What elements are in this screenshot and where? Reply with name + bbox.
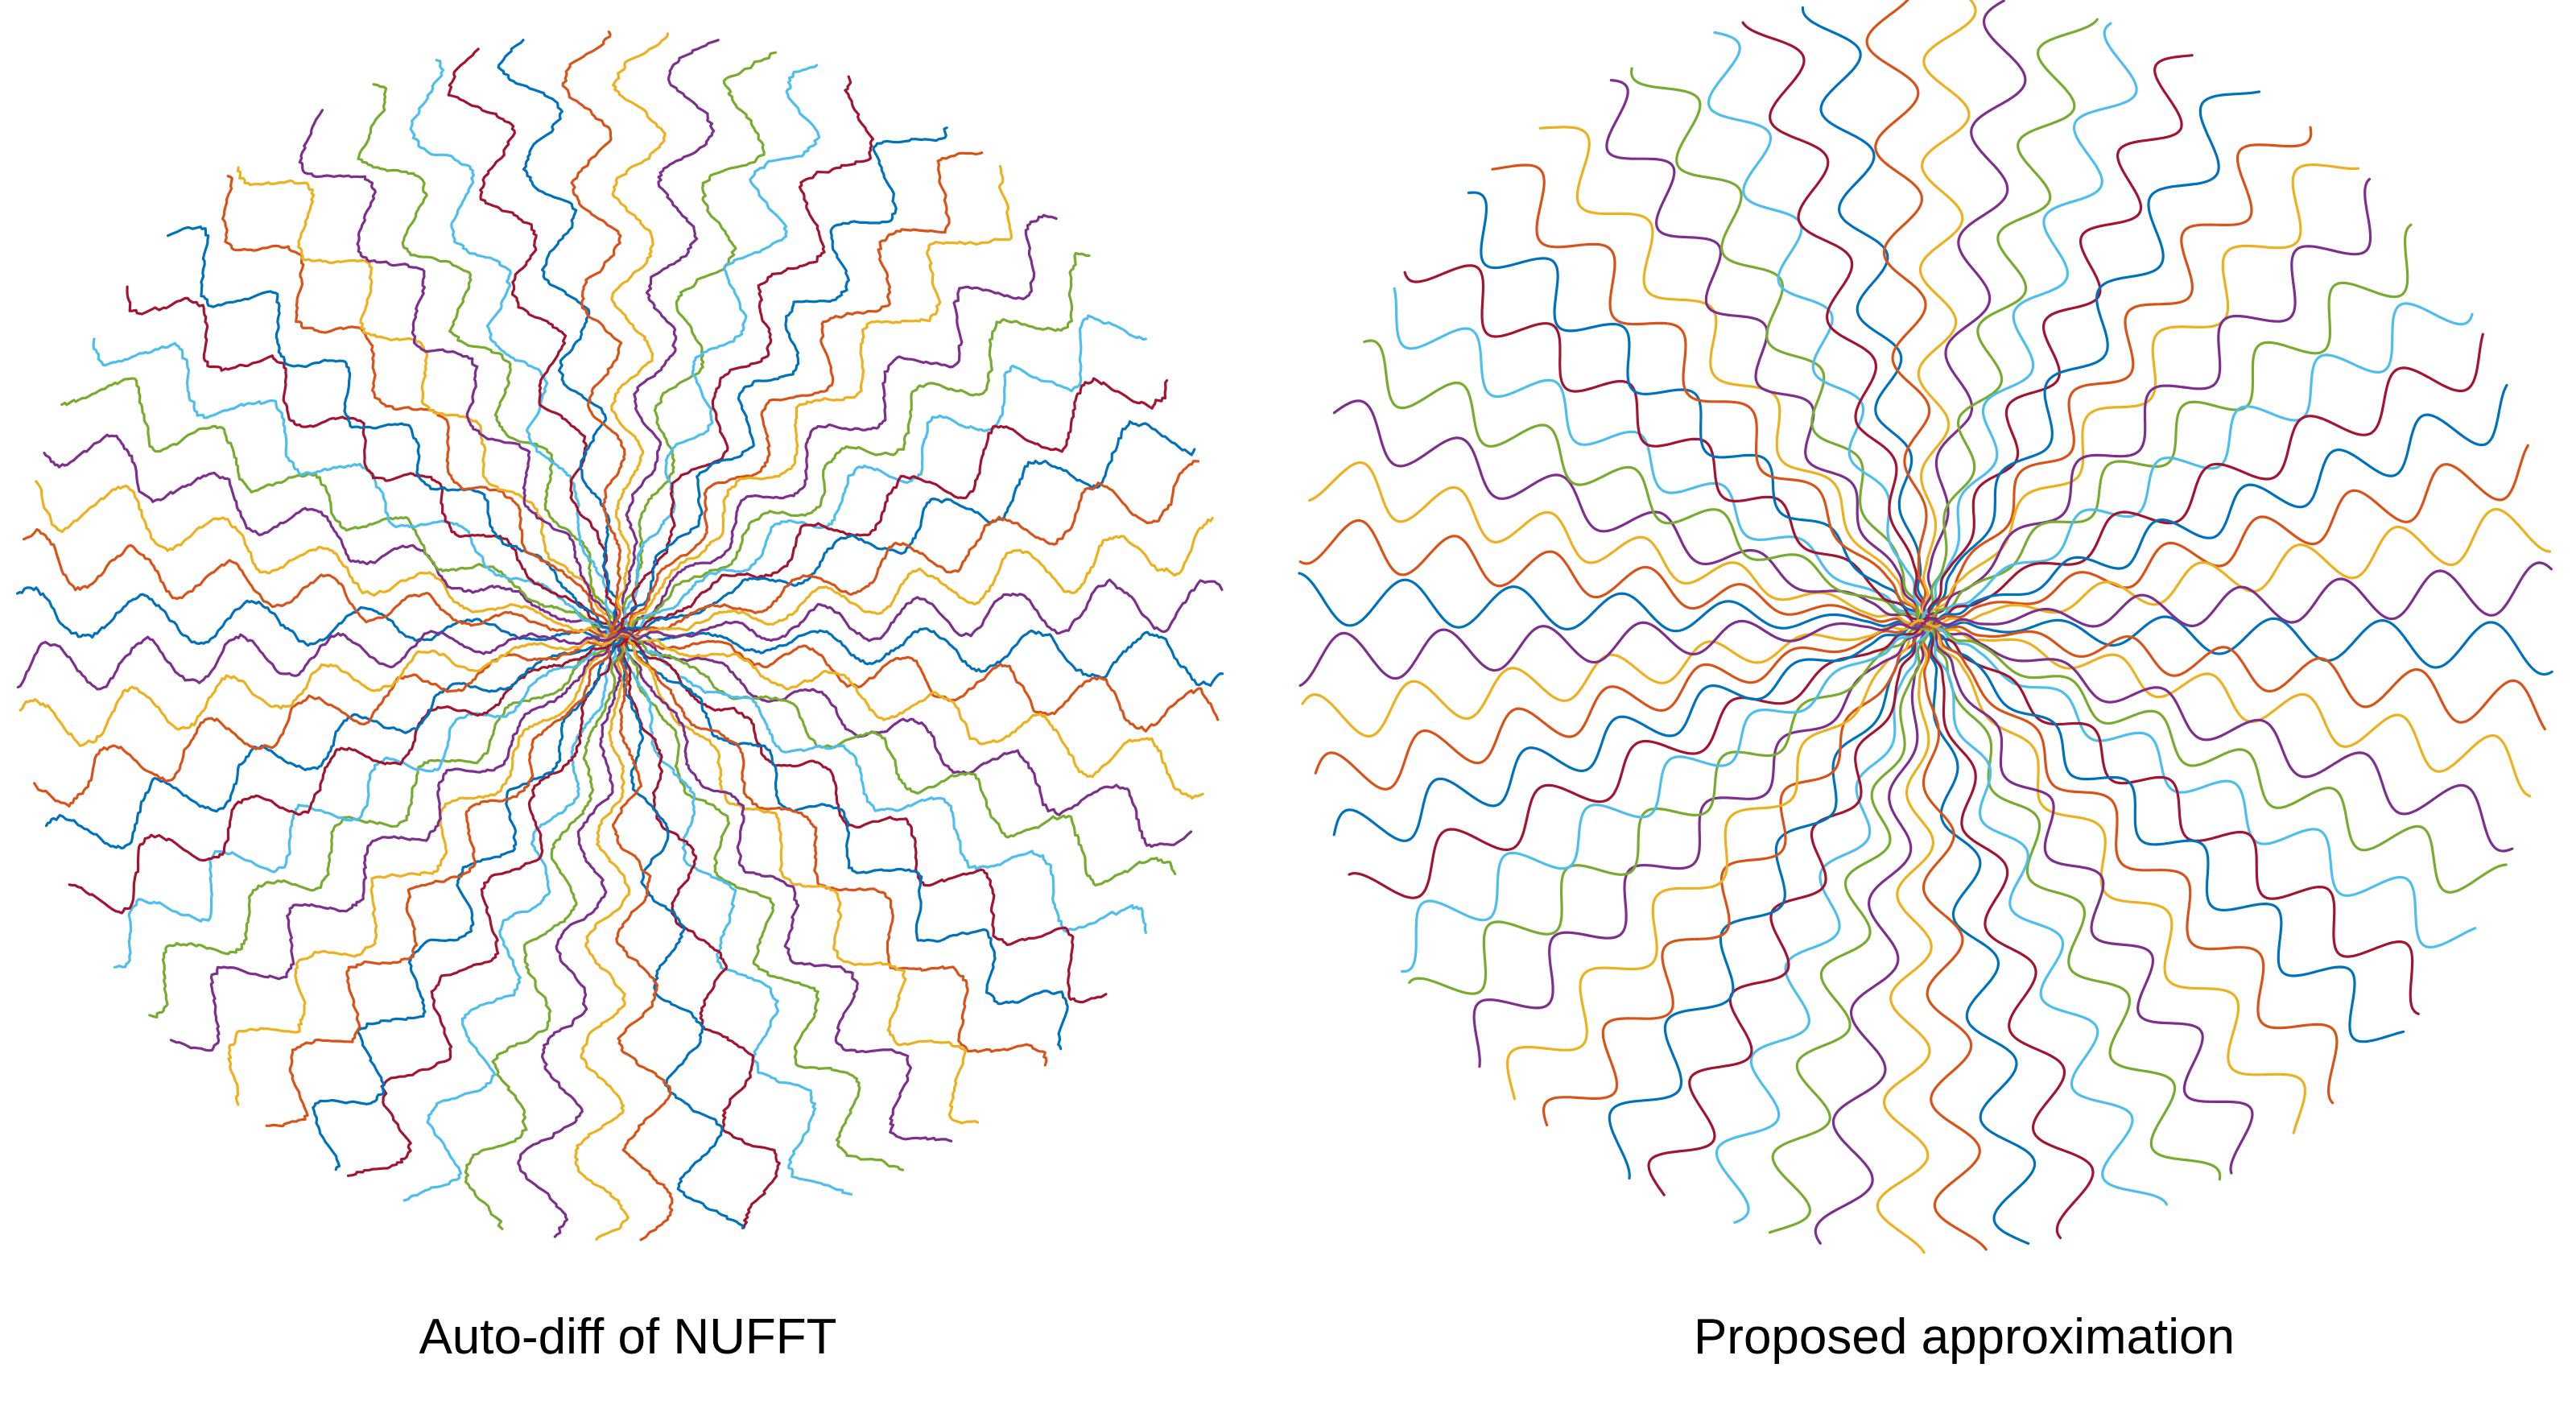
trajectory-spoke <box>1403 264 2420 1015</box>
caption-proposed: Proposed approximation <box>1693 1309 2235 1365</box>
trajectory-spoke <box>312 126 948 1171</box>
trajectory-spoke <box>16 578 1224 691</box>
trajectory-spoke <box>298 109 953 1142</box>
trajectory-spoke <box>1314 444 2529 791</box>
trajectory-spoke <box>68 377 1169 915</box>
caption-autodiff: Auto-diff of NUFFT <box>419 1309 837 1365</box>
trajectory-panel-proposed <box>1272 0 2576 1288</box>
trajectory-spoke <box>1301 507 2552 738</box>
trajectory-spoke <box>1298 561 2553 688</box>
trajectory-panel-autodiff <box>0 0 1256 1288</box>
trajectory-plot-proposed <box>1298 0 2553 1254</box>
trajectory-spoke <box>44 419 1196 849</box>
trajectory-plot-autodiff <box>15 30 1224 1242</box>
